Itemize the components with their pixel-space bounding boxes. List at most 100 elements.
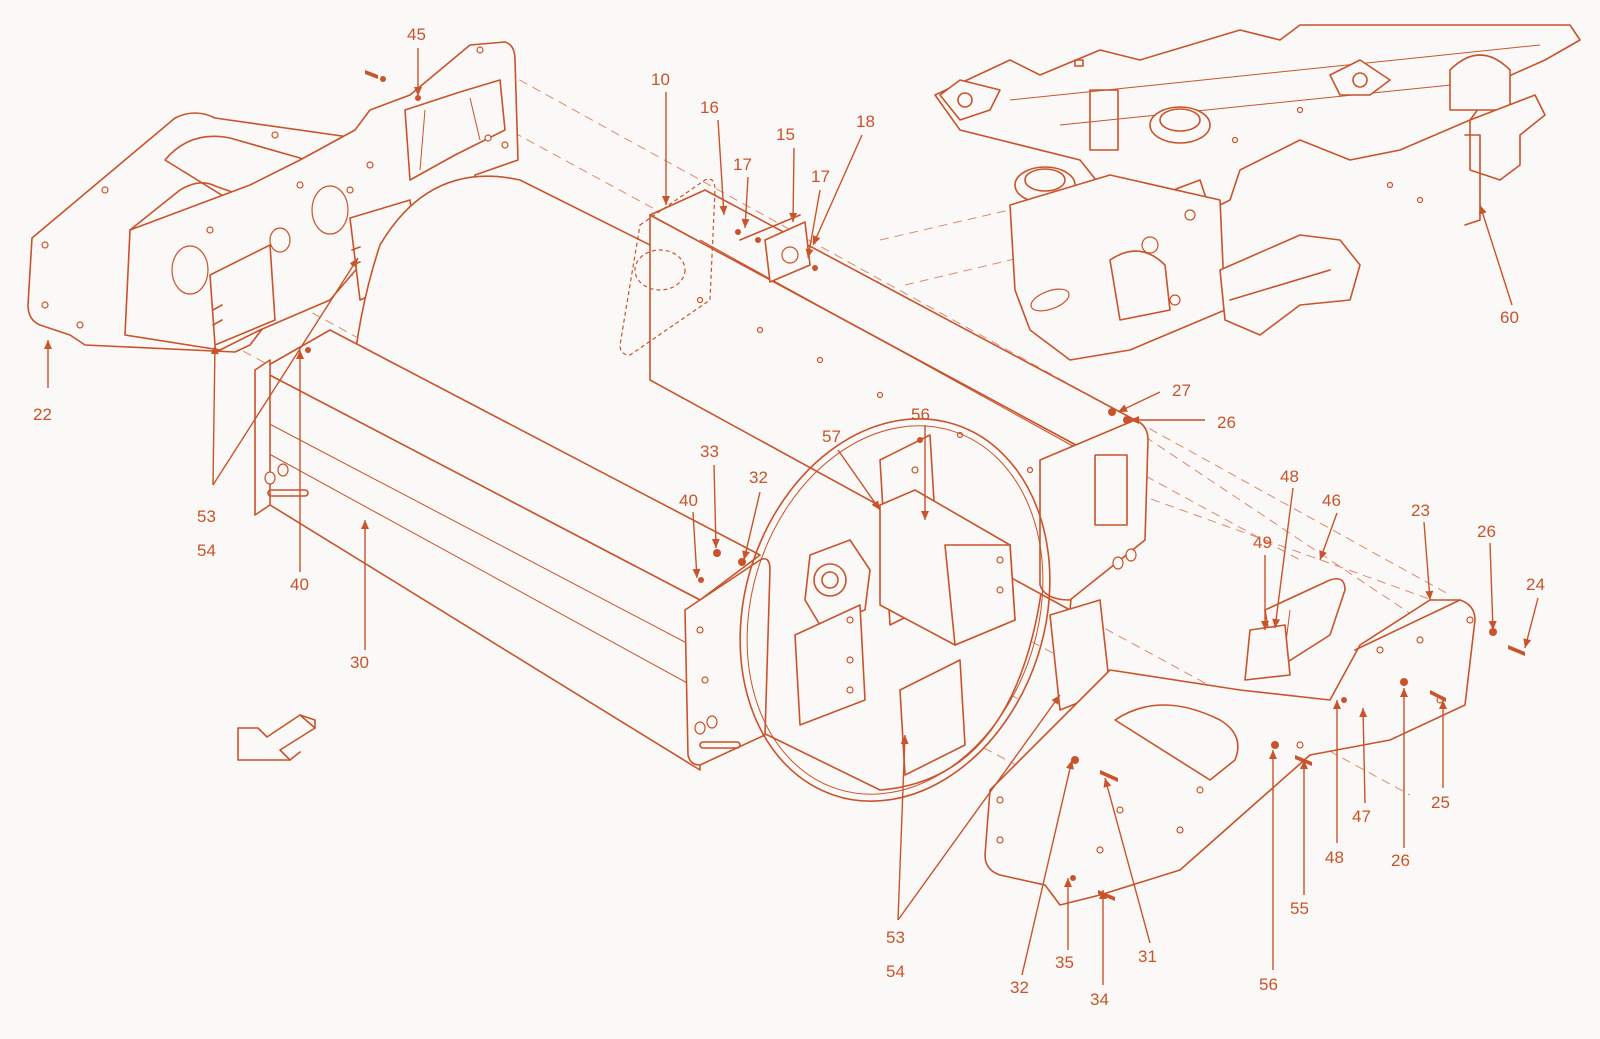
leader-arrowhead xyxy=(742,550,750,560)
leader-arrowhead xyxy=(1319,550,1327,560)
leader-line xyxy=(837,449,881,511)
callout-26: 26 xyxy=(1477,522,1496,541)
leader-arrowhead xyxy=(296,350,304,359)
callout-27: 27 xyxy=(1172,381,1191,400)
leader-line xyxy=(792,147,795,223)
callout-47: 47 xyxy=(1352,807,1371,826)
leader-arrowhead xyxy=(1103,778,1112,788)
leader-arrowhead xyxy=(692,568,701,578)
main-frame-beam xyxy=(619,178,1149,611)
callout-31: 31 xyxy=(1138,947,1157,966)
right-brackets-46-49 xyxy=(1244,577,1461,681)
leader-arrowhead xyxy=(1066,760,1074,770)
leader-arrowhead xyxy=(741,218,750,228)
leader-line xyxy=(717,119,725,216)
leader-arrowhead xyxy=(1478,205,1487,215)
callout-22: 22 xyxy=(33,405,52,424)
callout-49: 49 xyxy=(1253,533,1272,552)
callout-17: 17 xyxy=(811,167,830,186)
leader-arrowhead xyxy=(871,500,880,510)
callout-24: 24 xyxy=(1526,575,1545,594)
callout-32: 32 xyxy=(749,468,768,487)
callout-45: 45 xyxy=(407,25,426,44)
direction-arrow-icon xyxy=(237,714,316,761)
callout-10: 10 xyxy=(651,70,670,89)
leader-arrowhead xyxy=(1359,708,1368,718)
callout-33: 33 xyxy=(700,442,719,461)
callout-15: 15 xyxy=(776,125,795,144)
callout-25: 25 xyxy=(1431,793,1450,812)
callout-53: 53 xyxy=(197,507,216,526)
callout-40: 40 xyxy=(290,575,309,594)
leader-line xyxy=(1274,487,1294,629)
right-side-cover-panel xyxy=(984,599,1476,906)
callout-32: 32 xyxy=(1010,978,1029,997)
leader-line xyxy=(1021,759,1073,976)
leader-arrowhead xyxy=(414,87,422,96)
leader-line xyxy=(897,734,906,921)
callout-18: 18 xyxy=(856,112,875,131)
callout-57: 57 xyxy=(822,427,841,446)
leader-arrowhead xyxy=(349,258,358,268)
leader-lines xyxy=(44,48,1539,985)
leader-line xyxy=(1423,521,1431,601)
callout-30: 30 xyxy=(350,653,369,672)
leader-arrowhead xyxy=(1439,700,1447,709)
leader-arrowhead xyxy=(1425,590,1434,600)
leader-line xyxy=(692,511,698,579)
leader-line xyxy=(1479,204,1513,306)
leader-arrowhead xyxy=(921,511,929,520)
leader-arrowhead xyxy=(1272,618,1281,628)
leader-arrowhead xyxy=(1051,695,1060,705)
callout-26: 26 xyxy=(1217,413,1236,432)
callout-56: 56 xyxy=(911,405,930,424)
leader-arrowhead xyxy=(711,538,720,548)
callout-48: 48 xyxy=(1280,467,1299,486)
leader-line xyxy=(713,464,717,549)
leader-arrowhead xyxy=(662,196,670,205)
callout-60: 60 xyxy=(1500,308,1519,327)
callout-55: 55 xyxy=(1290,899,1309,918)
leader-arrowhead xyxy=(1261,621,1269,630)
callout-26: 26 xyxy=(1391,851,1410,870)
callout-53: 53 xyxy=(886,928,905,947)
leader-arrowhead xyxy=(813,235,821,245)
callout-34: 34 xyxy=(1090,990,1109,1009)
leader-line xyxy=(212,257,359,486)
leader-arrowhead xyxy=(1300,760,1308,769)
front-scraper-beam xyxy=(254,329,761,771)
drum-side-ring xyxy=(739,418,1051,802)
leader-arrowhead xyxy=(210,345,219,355)
leader-arrowhead xyxy=(44,340,52,349)
leader-arrowhead xyxy=(1269,750,1277,759)
callout-40: 40 xyxy=(679,491,698,510)
callout-48: 48 xyxy=(1325,848,1344,867)
leader-arrowhead xyxy=(1099,890,1107,899)
callout-46: 46 xyxy=(1322,491,1341,510)
leader-line xyxy=(212,344,216,486)
leader-line xyxy=(807,189,821,259)
leader-arrowhead xyxy=(1333,700,1341,709)
leader-arrowhead xyxy=(789,212,798,222)
callout-17: 17 xyxy=(733,155,752,174)
callout-56: 56 xyxy=(1259,975,1278,994)
leader-line xyxy=(743,491,761,561)
leader-arrowhead xyxy=(1118,404,1128,412)
leader-line xyxy=(897,694,1061,921)
leader-arrowhead xyxy=(1064,878,1072,887)
leader-arrowhead xyxy=(1130,416,1139,424)
leader-line xyxy=(812,134,863,246)
leader-arrowhead xyxy=(1400,688,1408,697)
callout-54: 54 xyxy=(886,962,905,981)
leader-arrowhead xyxy=(1488,620,1497,630)
callout-35: 35 xyxy=(1055,953,1074,972)
leader-line xyxy=(1489,542,1494,631)
callout-54: 54 xyxy=(197,541,216,560)
leader-arrowhead xyxy=(361,520,369,529)
callout-labels: 45 10 16 17 15 17 18 60 22 53 54 40 30 2… xyxy=(33,25,1545,1009)
leader-arrowhead xyxy=(900,735,909,745)
leader-line xyxy=(1362,707,1366,804)
callout-16: 16 xyxy=(700,98,719,117)
leader-arrowhead xyxy=(805,248,814,258)
